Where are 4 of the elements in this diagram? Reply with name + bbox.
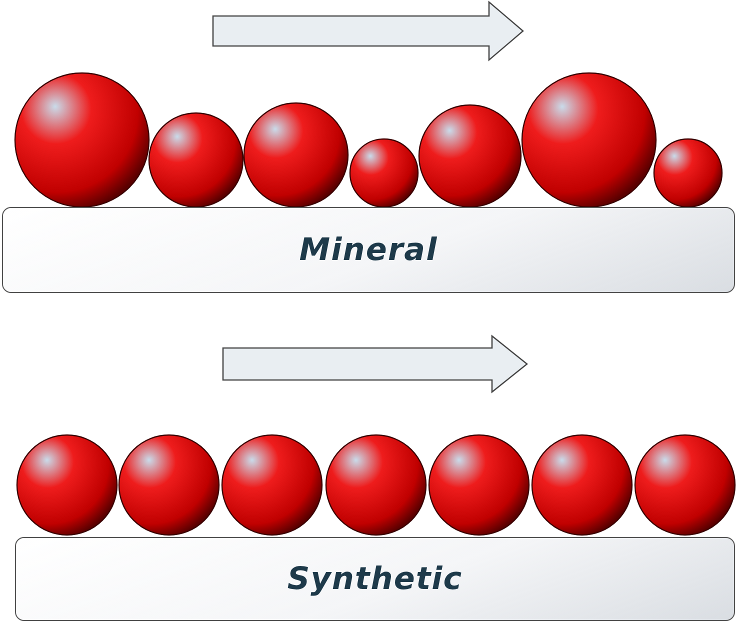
- bar-label: Synthetic: [287, 561, 463, 597]
- base-bar: [2, 207, 735, 293]
- bar-label: Mineral: [299, 232, 438, 268]
- base-bar: [15, 537, 735, 621]
